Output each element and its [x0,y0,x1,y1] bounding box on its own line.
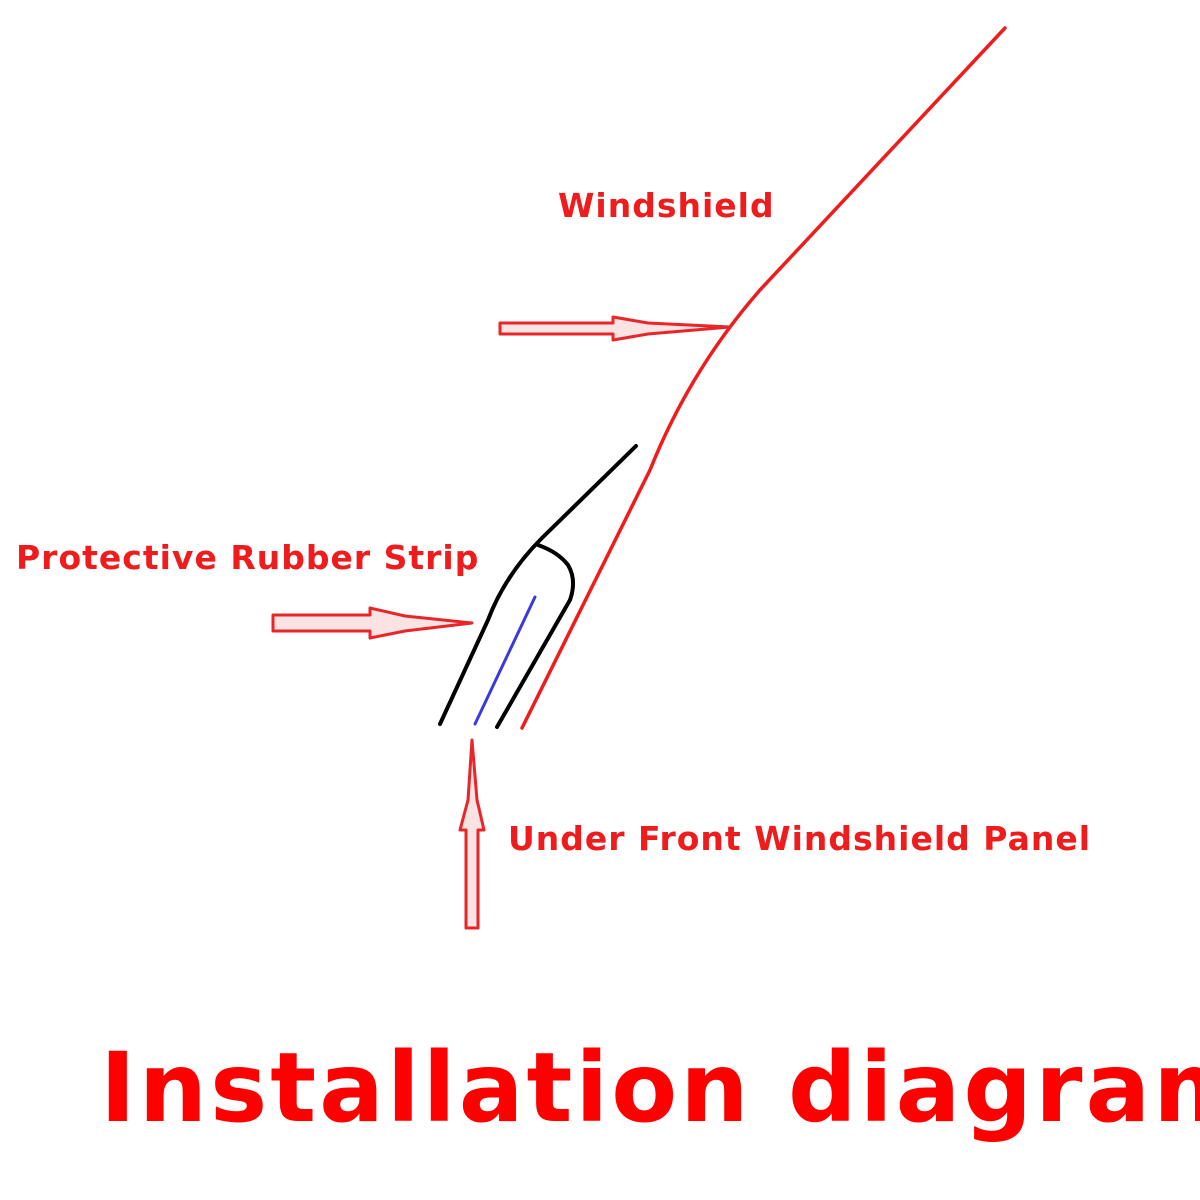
arrow-to-rubber-strip [271,606,474,640]
under-panel-label: Under Front Windshield Panel [508,819,1092,858]
rubber-strip-inner-edge [495,543,575,729]
arrow-to-under-panel [458,738,486,930]
rubber-strip-core [473,595,537,726]
diagram-title: Installation diagram [100,1032,1200,1144]
windshield-line [520,26,1007,730]
rubber-strip [438,444,638,729]
arrow-to-windshield [498,315,732,342]
windshield-label: Windshield [558,186,775,225]
rubber-strip-label: Protective Rubber Strip [16,538,480,577]
rubber-strip-outer-edge [438,444,638,726]
